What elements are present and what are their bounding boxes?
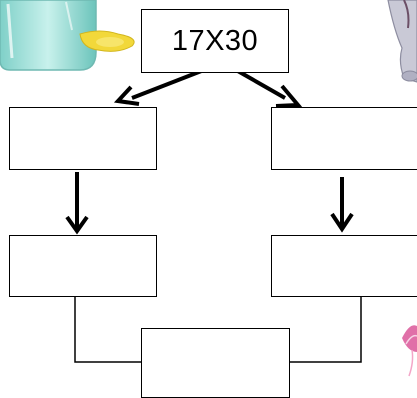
arrow-right-down bbox=[330, 177, 354, 233]
right-answer-box-1[interactable] bbox=[271, 107, 417, 170]
top-expression-box: 17X30 bbox=[141, 9, 289, 73]
connector-right bbox=[290, 297, 362, 363]
arrow-top-to-right bbox=[235, 68, 303, 108]
glass-jar-icon bbox=[0, 0, 135, 71]
expression-label: 17X30 bbox=[171, 24, 259, 57]
diagram-canvas bbox=[0, 0, 417, 377]
right-answer-box-2[interactable] bbox=[271, 235, 417, 297]
arrow-top-to-left bbox=[113, 68, 205, 106]
left-answer-box-2[interactable] bbox=[9, 235, 157, 297]
pink-flower-icon bbox=[402, 325, 417, 377]
arrow-left-down bbox=[65, 172, 89, 235]
left-answer-box-1[interactable] bbox=[9, 107, 157, 170]
connector-left bbox=[74, 297, 141, 363]
final-answer-box[interactable] bbox=[141, 328, 290, 398]
cartoon-cat-icon bbox=[387, 0, 417, 83]
